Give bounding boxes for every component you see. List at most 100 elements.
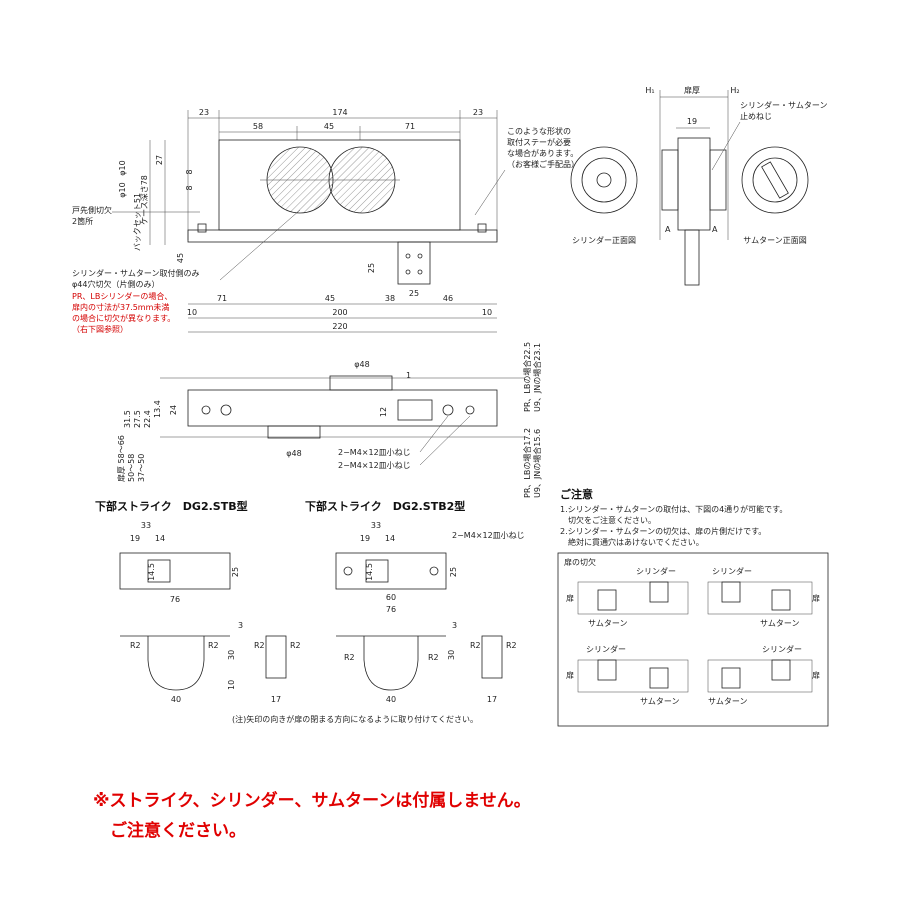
screw-label-2: 止めねじ	[740, 111, 772, 121]
label-22-4: 22.4	[143, 410, 152, 428]
thumbturn-front-outer	[741, 146, 809, 214]
strike1-plate	[119, 552, 231, 590]
label-13-4: 13.4	[153, 400, 162, 418]
strike2-screw: 2−M4×12皿小ねじ	[452, 531, 525, 540]
q2-door-label: 扉	[812, 593, 820, 603]
s1-r2-b: R2	[208, 641, 219, 650]
dim-bottom-71: 71	[217, 294, 227, 303]
s2-r2-b: R2	[428, 653, 439, 662]
note-stay-3: な場合があります。	[507, 148, 578, 158]
latch-section	[397, 399, 433, 421]
s2-dim-30: 30	[447, 650, 456, 660]
label-phi10-b: φ10	[118, 182, 127, 197]
dim-sub-3: 71	[405, 122, 415, 131]
dim-1: 1	[406, 371, 411, 380]
s1-dim-3: 3	[238, 621, 243, 630]
phi48-top: φ48	[354, 360, 369, 369]
note-cut-2: 2箇所	[72, 216, 93, 226]
dim-left-27: 27	[155, 155, 164, 165]
right-top-2: U9、JNの場合23.1	[532, 343, 542, 412]
s1-dim-14: 14	[155, 534, 165, 543]
right-top-1: PR、LBの場合22.5	[522, 342, 532, 412]
note-stay-1: このような形状の	[507, 126, 571, 136]
dim-12: 12	[379, 407, 388, 417]
thumbturn-side	[709, 149, 727, 211]
strike2-title: 下部ストライク DG2.STB2型	[305, 499, 465, 513]
strike-stb2: 下部ストライク DG2.STB2型 2−M4×12皿小ねじ 33 19 14 1…	[305, 499, 525, 704]
note-red-2: 扉内の寸法が37.5mm未満	[72, 302, 169, 312]
phi48-bottom: φ48	[286, 449, 301, 458]
note-ref: （右下図参照）	[72, 324, 128, 334]
dim-bottom-46: 46	[443, 294, 453, 303]
cylinder-front-label: シリンダー正面図	[572, 235, 636, 245]
dim-25-horiz: 25	[409, 289, 419, 298]
s1-r2-a: R2	[130, 641, 141, 650]
strike1-side	[265, 635, 287, 679]
label-h1: H₁	[645, 86, 654, 95]
s2-r2-d: R2	[506, 641, 517, 650]
s2-dim-3: 3	[452, 621, 457, 630]
cylinder-side	[661, 149, 679, 211]
dim-bottom-38: 38	[385, 294, 395, 303]
s1-dim-33: 33	[141, 521, 151, 530]
label-31-5: 31.5	[123, 410, 132, 428]
note-cyl-1: シリンダー・サムターン取付側のみ	[72, 268, 199, 278]
strike2-box-section	[336, 635, 446, 691]
label-door-thickness: 扉厚	[684, 85, 700, 95]
dim-25-vert: 25	[367, 263, 376, 273]
strike1-title: 下部ストライク DG2.STB型	[95, 499, 248, 513]
s2-dim-60: 60	[386, 593, 396, 602]
side-view: H₁ 扉厚 H₂ 19 A A シリンダー・サムターン 止めねじ シリンダー正面…	[570, 85, 827, 286]
strike-stb: 下部ストライク DG2.STB型 33 19 14 14.5 25 76 3 R…	[95, 499, 301, 704]
cylinder-front-outer	[570, 146, 638, 214]
arrow-direction-note: (注)矢印の向きが扉の閉まる方向になるように取り付けてください。	[232, 714, 478, 724]
q1-cyl-label: シリンダー	[636, 566, 676, 576]
q3-door-label: 扉	[566, 670, 574, 680]
s1-dim-30: 30	[227, 650, 236, 660]
dim-19: 19	[687, 117, 697, 126]
s1-dim-14-5: 14.5	[147, 563, 156, 581]
s2-dim-25: 25	[449, 567, 458, 577]
s1-dim-17: 17	[271, 695, 281, 704]
q2-thumb-label: サムターン	[760, 619, 799, 628]
dim-left-8b: 8	[185, 185, 194, 190]
screw-note-2: 2−M4×12皿小ねじ	[338, 461, 411, 470]
s2-dim-14-5: 14.5	[365, 563, 374, 581]
label-phi10-a: φ10	[118, 160, 127, 175]
caution-line-1: 1.シリンダー・サムターンの取付は、下図の4通りが可能です。	[560, 504, 787, 514]
q1-door-label: 扉	[566, 593, 574, 603]
s1-dim-40: 40	[171, 695, 181, 704]
strike1-box-section	[120, 635, 230, 691]
faceplate-section	[187, 389, 498, 427]
lock-body-front-view: 23 174 23 58 45 71 25 25 71 45 38 46 10 …	[72, 108, 579, 334]
a-mark-left: A	[665, 225, 671, 234]
dim-top-3: 23	[473, 108, 483, 117]
q3-cyl-label: シリンダー	[586, 644, 626, 654]
screw-label-1: シリンダー・サムターン	[740, 100, 827, 110]
note-stay-2: 取付ステーが必要	[507, 137, 571, 147]
s1-r2-d: R2	[290, 641, 301, 650]
s2-r2-c: R2	[470, 641, 481, 650]
strike2-plate	[335, 552, 447, 590]
s2-dim-76: 76	[386, 605, 396, 614]
note-stay-4: （お客様ご手配品）	[507, 159, 579, 169]
s2-dim-19: 19	[360, 534, 370, 543]
caution-line-2: 切欠をご注意ください。	[560, 515, 656, 525]
lock-side	[677, 137, 711, 231]
caution-section: ご注意 1.シリンダー・サムターンの取付は、下図の4通りが可能です。 切欠をご注…	[557, 487, 829, 727]
notch-box-title: 扉の切欠	[564, 557, 596, 567]
s1-r2-c: R2	[254, 641, 265, 650]
door-range-1: 扉厚 58～66	[116, 435, 126, 482]
label-case-depth: ケース深さ78	[140, 175, 149, 225]
right-bottom-1: PR、LBの場合17.2	[522, 428, 532, 498]
dim-sub-1: 58	[253, 122, 263, 131]
dim-top-2: 174	[332, 108, 347, 117]
caution-line-4: 絶対に貫通穴はあけないでください。	[560, 537, 704, 547]
note-red-1: PR、LBシリンダーの場合、	[72, 291, 172, 301]
label-backset: バックセット51	[133, 193, 142, 251]
dim-bottom-45: 45	[325, 294, 335, 303]
latch-bolt	[397, 241, 431, 285]
q4-cyl-label: シリンダー	[762, 644, 802, 654]
screw-note-1: 2−M4×12皿小ねじ	[338, 448, 411, 457]
